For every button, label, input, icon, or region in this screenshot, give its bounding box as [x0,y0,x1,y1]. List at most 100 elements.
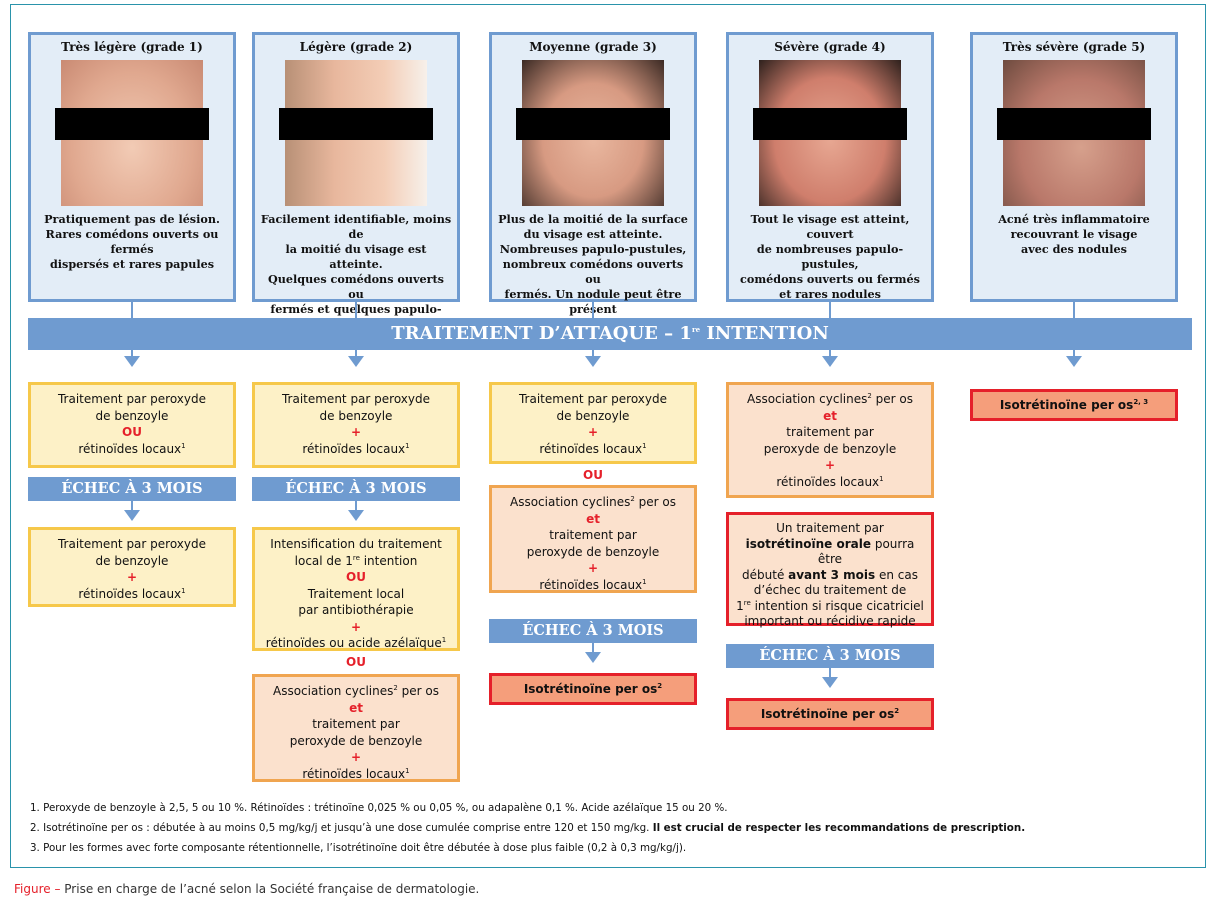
footnote-ref: 2 [393,684,398,692]
text-run: en cas [875,567,918,582]
text-run: rétinoïdes locaux [78,586,182,601]
severity-description: Plus de la moitié de la surface du visag… [498,212,688,316]
text-run: important ou récidive rapide [744,614,916,628]
text-run: pourra être [817,536,915,567]
connector-line [355,350,357,358]
footnote-ref: 1 [181,441,186,450]
severity-description: Pratiquement pas de lésion. Rares comédo… [44,212,220,271]
connector-line [829,668,831,678]
arrow-down-icon [348,510,364,521]
connector-line [355,501,357,511]
severity-title: Très légère (grade 1) [61,40,203,54]
figure-caption: Figure – Prise en charge de l’acné selon… [14,882,479,896]
text-run: rétinoïdes locaux [776,474,880,489]
figure-frame [10,4,1206,868]
text-run: Il est crucial de respecter les recomman… [652,822,1026,834]
text-run: isotrétinoïne orale [745,536,872,551]
eye-censor-bar [55,108,209,140]
eye-censor-bar [516,108,670,140]
text-run: peroxyde de benzoyle [289,733,423,748]
footnote-ref: 1 [642,441,647,450]
connector-line [355,302,357,318]
face-photo [279,60,433,206]
echec-3-mois-label: ÉCHEC À 3 MOIS [28,477,236,501]
footnote-ref: 2 [630,495,635,503]
treatment-box-grade4-after-failure: Isotrétinoïne per os2 [726,698,934,730]
face-photo [753,60,907,206]
arrow-down-icon [585,652,601,663]
connector-line [592,643,594,653]
severity-description: Tout le visage est atteint, couvert de n… [740,212,920,301]
footnote-ref: 2 [657,682,663,690]
footnote-ref: re [691,325,701,334]
text-run: local de 1 [294,553,353,568]
connector-line [592,350,594,358]
footnote-ref: re [352,553,360,562]
text-run: rétinoïdes locaux [78,441,182,456]
text-run: Traitement par peroxyde [281,392,431,406]
text-run: débuté [742,567,789,582]
text-run: 1. Peroxyde de benzoyle à 2,5, 5 ou 10 %… [30,802,728,814]
text-run: rétinoïdes locaux [539,577,643,592]
text-run: Traitement par peroxyde [57,392,207,406]
severity-card-grade-5: Très sévère (grade 5) Acné très inflamma… [970,32,1178,302]
text-run: peroxyde de benzoyle [763,441,897,456]
eye-censor-bar [997,108,1151,140]
text-run: TRAITEMENT D’ATTAQUE – 1 [391,323,692,344]
footnote-ref: 1 [879,474,884,483]
text-run: INTENTION [700,323,829,344]
red-connector-text: OU [122,425,142,439]
severity-title: Légère (grade 2) [299,40,413,54]
text-run: Association cyclines [510,495,631,509]
red-connector-text: et [586,511,600,526]
text-run: 2. Isotrétinoïne per os : débutée à au m… [30,822,653,834]
connector-line [829,302,831,318]
text-run: rétinoïdes locaux [302,441,406,456]
arrow-down-icon [1066,356,1082,367]
connector-line [131,302,133,318]
text-run: de benzoyle [95,553,169,568]
arrow-down-icon [585,356,601,367]
severity-title: Très sévère (grade 5) [1002,40,1146,54]
text-run: Isotrétinoïne per os [760,707,895,721]
arrow-down-icon [822,677,838,688]
text-run: per os [397,684,439,698]
text-run: de benzoyle [319,408,393,423]
text-run: Association cyclines [747,392,868,406]
text-run: per os [871,392,913,406]
severity-card-grade-1: Très légère (grade 1) Pratiquement pas d… [28,32,236,302]
footnote-ref: 1 [405,441,410,450]
footnote-ref: 1 [441,636,447,644]
footnote-ref: 2, 3 [1133,398,1149,406]
text-run: de benzoyle [95,408,169,423]
footnote-ref: re [743,598,751,607]
severity-card-grade-2: Légère (grade 2) Facilement identifiable… [252,32,460,331]
text-run: Un traitement par [776,521,884,535]
treatment-box-grade3-after-failure: Isotrétinoïne per os2 [489,673,697,705]
text-run: intention [359,553,418,568]
text-run: Association cyclines [273,684,394,698]
echec-3-mois-label: ÉCHEC À 3 MOIS [726,644,934,668]
red-connector-text: + [587,425,599,439]
or-label: OU [346,655,366,669]
connector-line [131,501,133,511]
text-run: Traitement par peroxyde [518,392,668,406]
red-connector-text: + [587,561,599,575]
severity-description: Acné très inflammatoire recouvrant le vi… [998,212,1150,256]
connector-line [1073,302,1075,318]
face-photo [55,60,209,206]
footnote-ref: 1 [405,766,410,775]
eye-censor-bar [753,108,907,140]
text-run: 3. Pour les formes avec forte composante… [30,842,687,854]
text-run: traitement par [786,425,874,439]
face-photo [516,60,670,206]
red-connector-text: et [823,408,837,423]
treatment-box-grade5-first-line: Isotrétinoïne per os2, 3 [970,389,1178,421]
